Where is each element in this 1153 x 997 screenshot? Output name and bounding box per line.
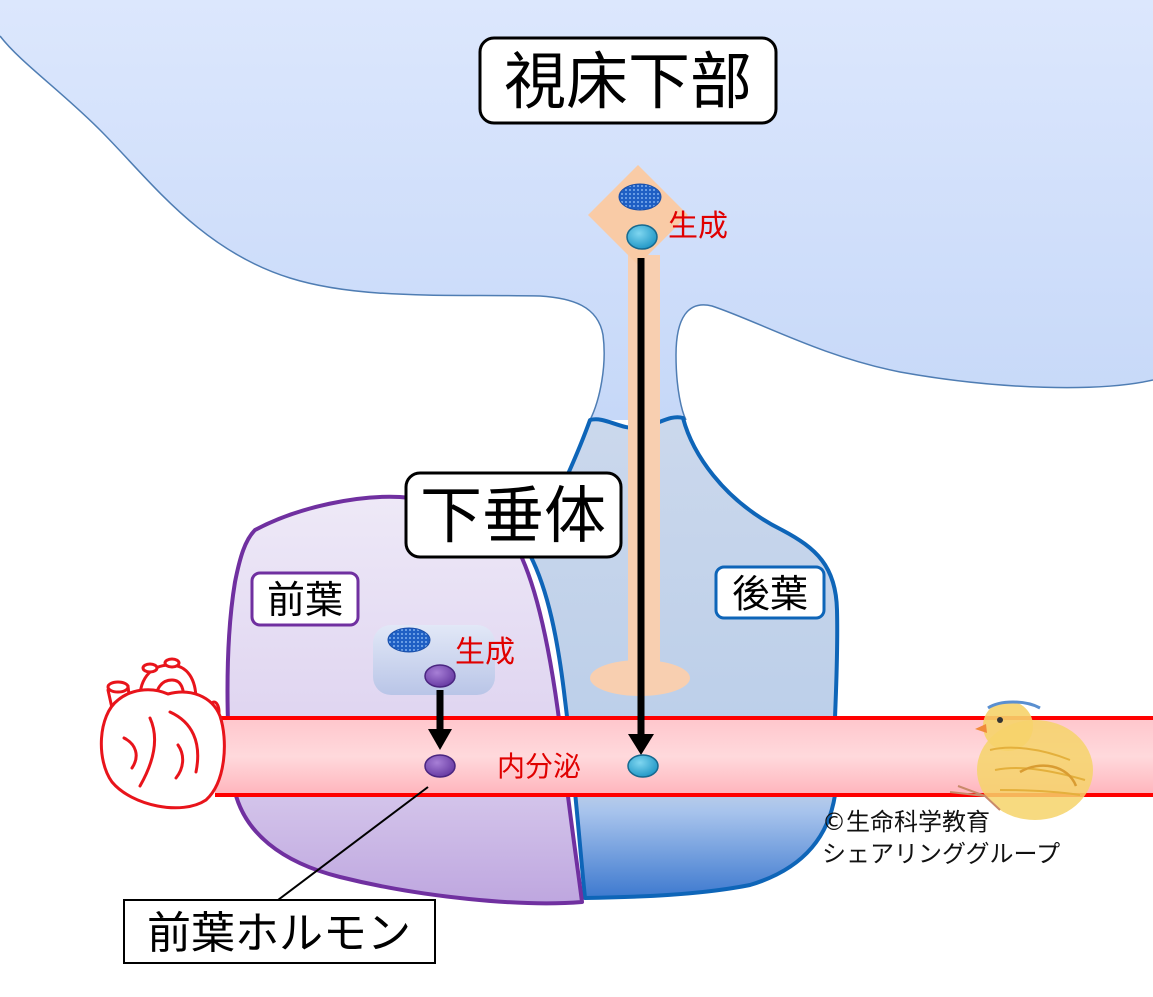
nucleus-hypothalamus <box>618 183 662 211</box>
anterior-release-arrow <box>428 690 452 750</box>
anterior-secretory-cell <box>373 625 495 695</box>
posterior-hormone-in-blood <box>627 754 659 778</box>
secretion-label: 内分泌 <box>497 750 581 783</box>
anterior-hormone-leader-line <box>277 786 429 901</box>
posterior-lobe-label-text: 後葉 <box>732 572 808 616</box>
posterior-release-arrow <box>628 258 654 755</box>
copyright-line-2: シェアリンググループ <box>822 840 1060 868</box>
anterior-hormone-granule <box>424 664 456 688</box>
anterior-lobe-label-text: 前葉 <box>267 578 343 622</box>
pituitary-label-box <box>404 471 623 559</box>
hypothalamus-region <box>0 0 1153 420</box>
anterior-hormone-label-box <box>123 899 436 964</box>
anterior-hormone-in-blood <box>424 754 456 778</box>
production-label-hypothalamus: 生成 <box>668 209 728 244</box>
anterior-lobe-label-box <box>250 571 360 627</box>
chick-illustration <box>949 700 1093 820</box>
posterior-lobe-label: 後葉 <box>714 565 826 620</box>
posterior-arrow-head <box>628 734 654 755</box>
hypothalamus-outline <box>0 35 1153 421</box>
pituitary-label: 下垂体 <box>404 471 623 559</box>
anterior-lobe-label: 前葉 <box>250 571 360 627</box>
nucleus-anterior <box>387 627 431 653</box>
anterior-hormone-label: 前葉ホルモン <box>123 899 436 964</box>
production-label-anterior: 生成 <box>455 635 515 670</box>
posterior-hormone-granule <box>626 224 658 250</box>
hypothalamus-label-box <box>478 36 778 125</box>
anterior-arrow-head <box>428 729 452 750</box>
hypothalamus-label-text: 視床下部 <box>504 45 752 118</box>
neuron-cell-body <box>588 165 688 265</box>
hypothalamus-label: 視床下部 <box>478 36 778 125</box>
copyright-line-1: ©生命科学教育 <box>822 808 990 836</box>
anterior-hormone-label-text: 前葉ホルモン <box>147 908 411 959</box>
posterior-lobe-label-box <box>714 565 826 620</box>
pituitary-label-text: 下垂体 <box>420 479 606 552</box>
heart-icon <box>99 657 226 810</box>
